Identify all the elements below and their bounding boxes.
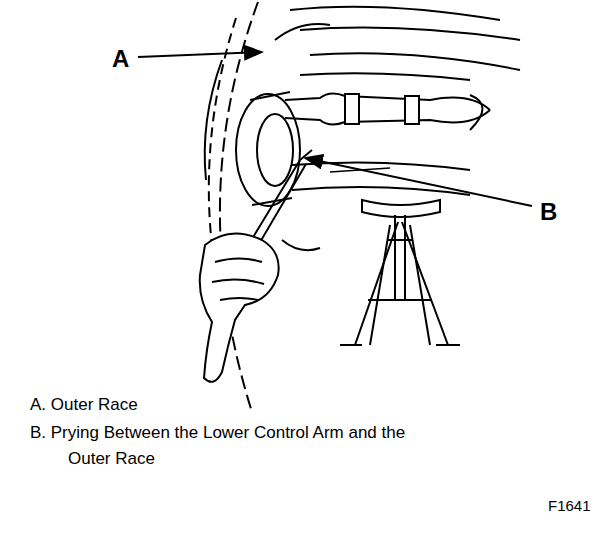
leader-lines bbox=[138, 52, 532, 206]
hub-outer-race bbox=[236, 92, 320, 250]
drive-axle bbox=[285, 93, 490, 130]
jack-stand bbox=[340, 200, 460, 345]
upper-body bbox=[275, 7, 520, 80]
figure-number: F1641 bbox=[548, 494, 591, 517]
legend-entry: A. Outer Race bbox=[30, 392, 138, 418]
callout-letter: A bbox=[112, 40, 129, 77]
hand bbox=[200, 234, 279, 382]
callout-letter: B bbox=[540, 193, 557, 230]
lower-control-arm bbox=[292, 162, 470, 195]
legend-entry: B. Prying Between the Lower Control Arm … bbox=[30, 420, 438, 473]
